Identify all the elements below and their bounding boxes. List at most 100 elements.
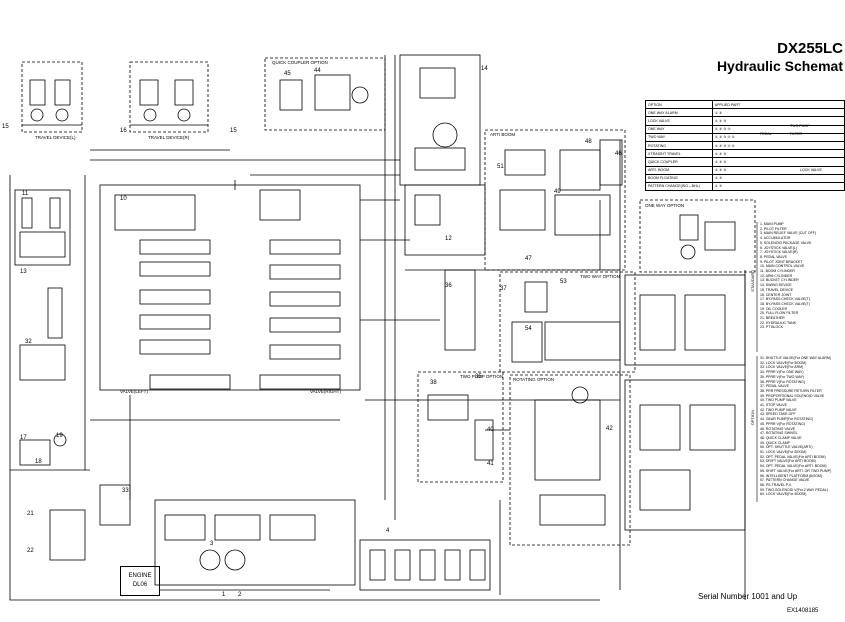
legend-item: 16. CENTER JOINT xyxy=(760,292,792,297)
legend-item: 23. PT BLOCK xyxy=(760,325,784,330)
extra-filter: FILTER xyxy=(790,132,803,136)
component-numbers: 15 16 15 45 44 14 51 48 46 49 47 10 11 1… xyxy=(2,66,622,598)
callout: 14 xyxy=(481,66,488,72)
callout: 12 xyxy=(445,236,452,242)
legend-item: 44. GEAR PUMP(For ROTATING) xyxy=(760,417,813,422)
legend-item: 53. DRIFT VALVE(For ARTI BOOM) xyxy=(760,459,816,464)
legend-item: 31. SHUTTLE VALVE(For ONE WAY ALARM) xyxy=(760,356,831,360)
callout: 1 xyxy=(222,592,226,598)
legend-item: 22. HYDRAULIC TANK xyxy=(760,320,797,325)
callout: 10 xyxy=(120,196,127,202)
legend-item: 14. SWING DEVICE xyxy=(760,283,792,288)
callout: 13 xyxy=(20,269,27,275)
label-arti-boom: ARTI BOOM xyxy=(490,132,515,137)
two-pump-aux-box xyxy=(444,269,476,351)
legend-item: 47. ROTATING SWIVEL xyxy=(760,431,798,436)
legend-item: 10. MAIN CONTROL VALVE xyxy=(760,264,805,269)
option-header: OPTION xyxy=(645,99,713,110)
legend-item: 32. LOCK VALVE(For BOOM) xyxy=(760,360,807,365)
legend-item: 42. TWO PUMP VALVE xyxy=(760,407,797,412)
applied-parts: ① ② ③ xyxy=(711,116,845,126)
swing-device-box xyxy=(399,54,481,186)
callout: 22 xyxy=(27,548,34,554)
legend-item: 52. OPT. PEDAL VALVE(For ARTI BOOM) xyxy=(760,454,826,459)
option-label: OPTION xyxy=(750,410,755,426)
legend-item: 40. TWO PUMP VALVE xyxy=(760,398,797,403)
applied-parts: ① ② ③ ④ ⑤ xyxy=(711,140,845,151)
callout: 18 xyxy=(35,459,42,465)
legend-item: 35. PPRR V(For TWO WAY) xyxy=(760,374,805,379)
legend-item: 5. SOLENOID PACKAGE VALVE xyxy=(760,240,812,245)
applied-parts: ① ② ③ xyxy=(711,157,845,167)
applied-parts: ① ② ③ ④ xyxy=(711,124,845,134)
legend-item: 43. SPEED TAKE-OFF xyxy=(760,412,796,417)
legend-item: 34. PPRR V(For ONE WAY) xyxy=(760,370,804,375)
one-way-box xyxy=(639,199,756,273)
drawing-number: EX1408185 xyxy=(787,608,819,614)
option-name: ONE WAY xyxy=(645,124,713,134)
legend-item: 38. PRR PRESSURE RETURN FILTER xyxy=(760,388,822,393)
travel-device-left xyxy=(21,61,83,133)
extra-two-pump: TWO PUMP xyxy=(790,124,810,128)
legend-item: 37. PEDAL VALVE xyxy=(760,384,789,389)
applied-parts: ① ② ③ xyxy=(711,149,845,159)
label-valve-left: VALVE(LEFT) xyxy=(120,389,148,394)
callout: 21 xyxy=(27,511,34,517)
callout: 46 xyxy=(615,151,622,157)
extra-lock-valve: LOCK VALVE xyxy=(800,168,822,172)
legend-item: 4. ACCUMULATOR xyxy=(760,236,791,241)
hydraulic-tank xyxy=(49,509,86,561)
engine-model: DL06 xyxy=(132,582,148,588)
legend-item: 2. PILOT FILTER xyxy=(760,226,787,231)
legend-item: 20. FULL FLOW FILTER xyxy=(760,311,799,316)
legend-item: 8. PEDAL VALVE xyxy=(760,254,787,259)
label-two-pump: TWO PUMP OPTION xyxy=(460,374,503,379)
legend-item: 17. BY-PASS CHECK VALVE(T) xyxy=(760,297,810,302)
legend-item: 18. BY-PASS CHECK VALVE(T) xyxy=(760,301,810,306)
option-name: PATTERN CHANGE(ISO↔BHL) xyxy=(645,181,713,192)
main-control-valve xyxy=(99,184,361,391)
callout: 51 xyxy=(497,164,504,170)
legend-item: 48. QUICK CLAMP VALVE xyxy=(760,435,802,440)
model-title: DX255LC xyxy=(777,40,843,57)
applied-parts: ① ② ③ xyxy=(711,165,845,175)
two-way-box xyxy=(499,271,636,373)
applied-parts: ① ② ③ ④ ⑤ xyxy=(711,132,845,142)
label-rotating: ROTATING OPTION xyxy=(513,377,554,382)
legend-item: 9. PILOT JOINT BRACKET xyxy=(760,259,803,264)
legend-item: 15. TRAVEL DEVICE xyxy=(760,287,794,292)
callout: 37 xyxy=(500,286,507,292)
legend-item: 49. QUICK CLAMP xyxy=(760,440,790,445)
label-two-way: TWO WAY OPTION xyxy=(580,274,620,279)
legend-item: 54. OPT. PEDAL VALVE(For ARTI. BOOM) xyxy=(760,464,827,469)
legend-item: 33. LOCK VALVE(For ARM) xyxy=(760,365,804,370)
engine-block: ENGINE DL06 xyxy=(120,566,160,596)
legend-item: 60. LOCK VALVE(For BOOM) xyxy=(760,492,807,497)
legend-item: 3. MAIN RELIEF VALVE (CUT OFF) xyxy=(760,231,817,236)
option-name: BOOM FLOATING xyxy=(645,173,713,183)
standard-label: STANDARD xyxy=(750,270,755,292)
callout: 35 xyxy=(475,374,482,380)
callout: 16 xyxy=(120,128,127,134)
legend-item: 1. MAIN PUMP xyxy=(760,222,784,226)
callout: 44 xyxy=(314,68,321,74)
legend-item: 59. TWO-SOLENOID V(For 2 WAY PEDAL) xyxy=(760,487,828,492)
rotating-box xyxy=(509,374,631,546)
callout: 38 xyxy=(430,380,437,386)
legend-item: 36. PPRR V(For ROTATING) xyxy=(760,379,805,384)
callout: 4 xyxy=(386,528,390,534)
quick-coupler-box xyxy=(264,57,386,131)
option-name: XTRAIGHT TRAVEL xyxy=(645,149,713,159)
applied-parts: ① ② xyxy=(711,173,845,183)
legend-item: 57. PATTERN CHANGE VALVE xyxy=(760,478,810,483)
option-name: ROTATING xyxy=(645,140,713,151)
callout: 11 xyxy=(22,191,29,197)
callout: 41 xyxy=(487,461,494,467)
legend-item: 7. JOYSTICK VALVE(R) xyxy=(760,250,798,255)
callout: 33 xyxy=(122,488,129,494)
callout: 54 xyxy=(525,326,532,332)
extra-pedal: PEDAL xyxy=(760,132,772,136)
callout: 15 xyxy=(2,124,9,130)
